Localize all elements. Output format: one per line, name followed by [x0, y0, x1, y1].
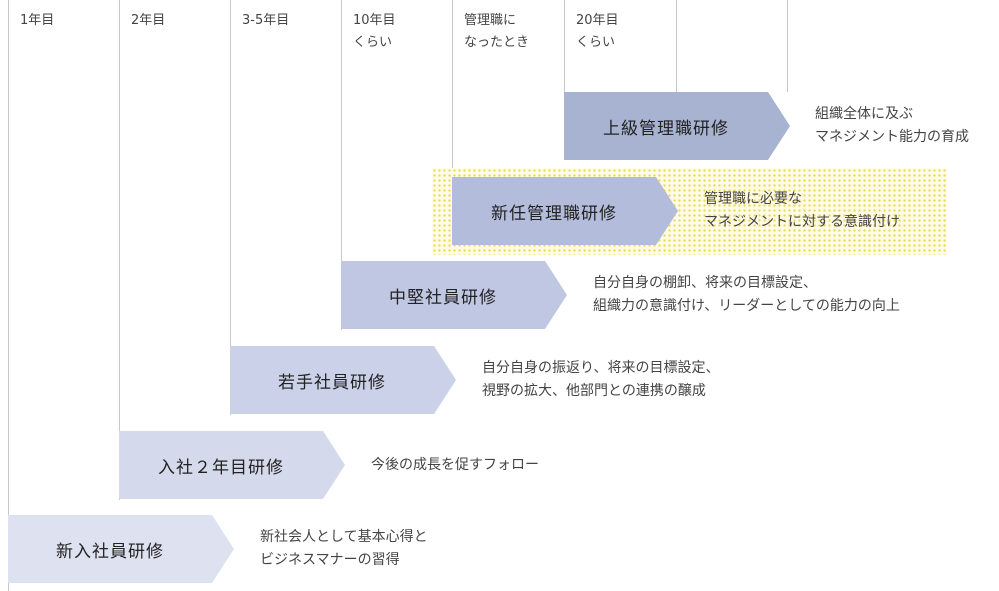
- column-label-line: 2年目: [131, 13, 166, 28]
- training-desc-mid-career: 自分自身の棚卸、将来の目標設定、 組織力の意識付け、リーダーとしての能力の向上: [593, 272, 900, 318]
- column-label-year3-5: 3-5年目: [242, 10, 289, 32]
- training-arrow-young-employee: 若手社員研修: [230, 346, 456, 414]
- desc-line: 今後の成長を促すフォロー: [371, 457, 539, 473]
- column-line-2: [119, 0, 120, 500]
- training-desc-young-employee: 自分自身の振返り、将来の目標設定、 視野の拡大、他部門との連携の醸成: [482, 357, 719, 403]
- column-label-year2: 2年目: [131, 10, 165, 32]
- column-label-line: 1年目: [20, 13, 55, 28]
- training-arrow-senior-manager: 上級管理職研修: [564, 92, 790, 160]
- training-desc-second-year: 今後の成長を促すフォロー: [371, 454, 539, 477]
- desc-line: 自分自身の棚卸、将来の目標設定、: [593, 275, 817, 291]
- column-line-6: [564, 0, 565, 160]
- training-arrow-new-manager: 新任管理職研修: [452, 177, 678, 245]
- column-line-4: [341, 0, 342, 330]
- training-desc-new-employee: 新社会人として基本心得と ビジネスマナーの習得: [260, 526, 428, 572]
- desc-line: マネジメントに対する意識付け: [704, 214, 900, 230]
- training-desc-senior-manager: 組織全体に及ぶ マネジメント能力の育成: [815, 103, 969, 149]
- column-label-year1: 1年目: [20, 10, 54, 32]
- training-label: 入社２年目研修: [158, 457, 284, 478]
- training-arrow-new-employee: 新入社員研修: [8, 515, 234, 583]
- training-label: 中堅社員研修: [389, 287, 497, 308]
- training-desc-new-manager: 管理職に必要な マネジメントに対する意識付け: [704, 188, 900, 234]
- training-label: 新任管理職研修: [491, 203, 617, 224]
- column-label-line: なったとき: [464, 35, 530, 50]
- desc-line: 管理職に必要な: [704, 191, 802, 207]
- column-label-line: 3-5年目: [242, 13, 290, 28]
- column-label-manager: 管理職に なったとき: [464, 10, 529, 54]
- column-label-line: くらい: [353, 35, 393, 50]
- training-label: 若手社員研修: [278, 372, 386, 393]
- training-arrow-second-year: 入社２年目研修: [119, 431, 345, 499]
- column-line-8: [787, 0, 788, 92]
- column-line-5: [452, 0, 453, 245]
- column-line-3: [230, 0, 231, 415]
- desc-line: マネジメント能力の育成: [815, 129, 969, 145]
- column-label-line: くらい: [576, 35, 616, 50]
- desc-line: ビジネスマナーの習得: [260, 552, 400, 568]
- desc-line: 視野の拡大、他部門との連携の醸成: [482, 383, 706, 399]
- desc-line: 組織全体に及ぶ: [815, 106, 913, 122]
- column-label-line: 管理職に: [464, 13, 517, 28]
- column-label-line: 20年目: [576, 13, 619, 28]
- column-line-1: [8, 0, 9, 591]
- training-arrow-mid-career: 中堅社員研修: [341, 261, 567, 329]
- training-label: 上級管理職研修: [603, 118, 729, 139]
- column-line-7: [676, 0, 677, 92]
- desc-line: 自分自身の振返り、将来の目標設定、: [482, 360, 720, 376]
- column-label-year10: 10年目 くらい: [353, 10, 396, 54]
- column-label-line: 10年目: [353, 13, 396, 28]
- training-label: 新入社員研修: [56, 541, 164, 562]
- desc-line: 新社会人として基本心得と: [260, 529, 428, 545]
- desc-line: 組織力の意識付け、リーダーとしての能力の向上: [593, 298, 900, 314]
- column-label-year20: 20年目 くらい: [576, 10, 619, 54]
